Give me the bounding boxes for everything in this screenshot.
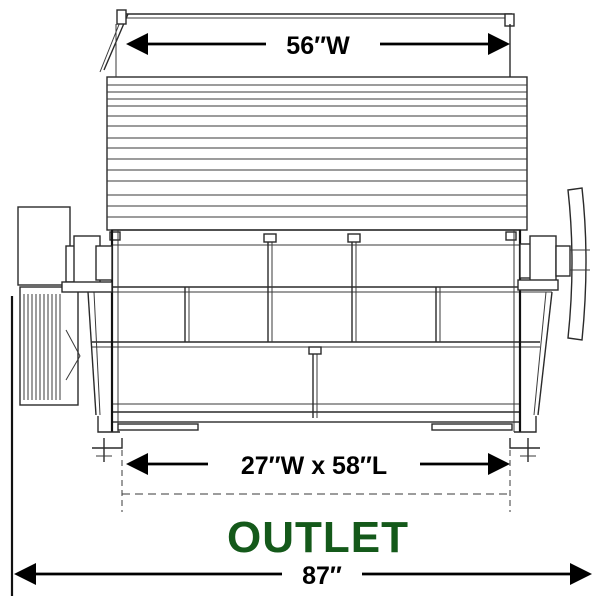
chamber-frame	[86, 229, 552, 423]
overall-width-label: 87″	[302, 562, 342, 590]
dimension-overall-width: 87″	[10, 296, 592, 596]
hopper-body	[106, 76, 528, 231]
discharge-flange	[92, 416, 540, 512]
top-width-label: 56″W	[286, 32, 350, 60]
outlet-label: OUTLET	[227, 513, 409, 562]
outlet-size-label: 27″W x 58″L	[241, 452, 387, 480]
motor-housing	[17, 206, 113, 406]
side-walls	[87, 230, 553, 432]
flywheel-assembly	[517, 187, 590, 341]
dimension-top-width: 56″W	[126, 32, 510, 60]
lid-frame	[99, 9, 515, 77]
dimension-outlet-size: 27″W x 58″L	[126, 452, 510, 480]
